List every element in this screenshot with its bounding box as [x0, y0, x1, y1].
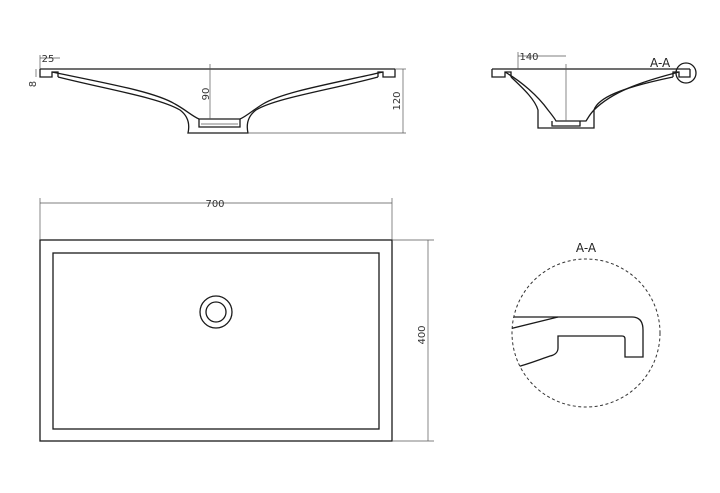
side-section-view: 140 A-A — [491, 52, 697, 129]
dim-overall-width: 400 — [417, 325, 428, 344]
dim-lip-height: 8 — [28, 81, 39, 87]
dim-side-offset: 140 — [519, 52, 538, 63]
dim-drain-depth: 90 — [201, 88, 212, 101]
drain-inner-circle — [205, 301, 227, 323]
drain-outer-circle — [199, 295, 233, 329]
dim-overall-length: 700 — [205, 199, 224, 210]
dim-lip-width: 25 — [42, 54, 55, 65]
front-elevation: 25 8 90 120 — [28, 54, 406, 134]
detail-title: A-A — [576, 241, 597, 255]
section-marker-label: A-A — [650, 56, 671, 70]
plan-view: 700 400 — [39, 198, 434, 442]
dim-side-height: 120 — [392, 91, 403, 110]
detail-view: A-A — [511, 241, 661, 408]
